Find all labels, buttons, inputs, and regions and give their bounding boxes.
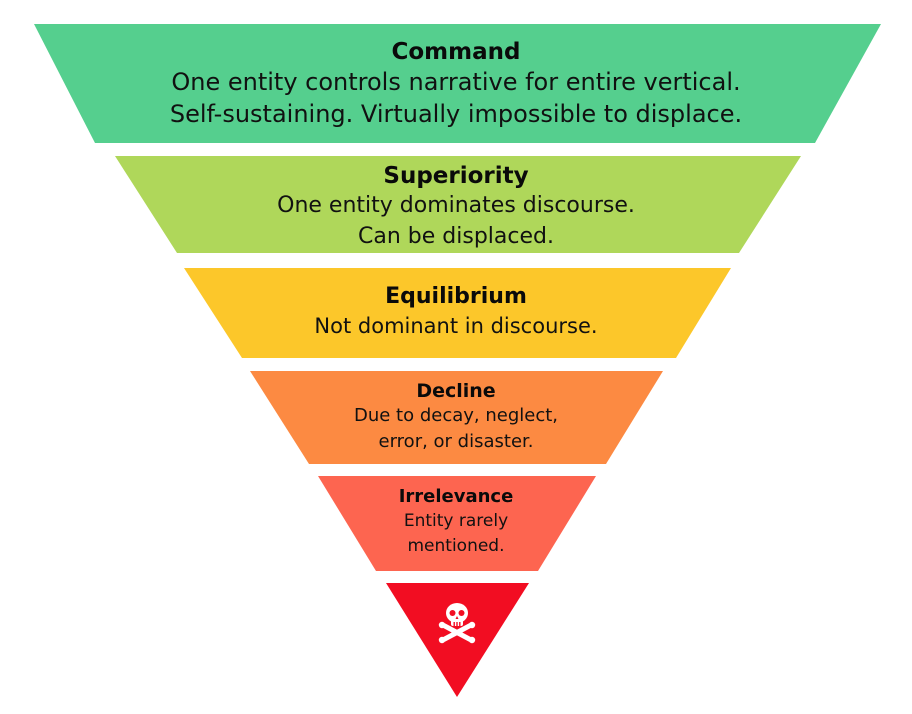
skull-crossbones-icon	[436, 600, 478, 648]
tier-command-band	[34, 24, 881, 143]
tier-superiority: Superiority One entity dominates discour…	[0, 162, 912, 252]
tier-description-line: Not dominant in discourse.	[314, 314, 598, 338]
tier-description-line: Self-sustaining. Virtually impossible to…	[169, 100, 743, 128]
tier-title: Decline	[416, 380, 496, 402]
tier-decline: Decline Due to decay, neglect, error, or…	[0, 379, 912, 455]
tier-title: Command	[391, 39, 521, 65]
tier-decline-band	[250, 371, 663, 464]
tier-superiority-band	[115, 156, 801, 253]
tier-equilibrium-band	[184, 268, 731, 358]
tier-description-line: One entity controls narrative for entire…	[171, 68, 741, 96]
tier-title: Superiority	[383, 163, 529, 189]
tier-description-line: Entity rarely	[403, 511, 509, 531]
tier-description-line: error, or disaster.	[378, 431, 534, 452]
tier-irrelevance-band	[318, 476, 596, 571]
tier-description-line: mentioned.	[407, 536, 505, 556]
tier-death-triangle	[386, 583, 529, 697]
tier-equilibrium: Equilibrium Not dominant in discourse.	[0, 283, 912, 341]
tier-description-line: Can be displaced.	[358, 224, 554, 249]
tier-command: Command One entity controls narrative fo…	[0, 38, 912, 130]
tier-description-line: Due to decay, neglect,	[353, 405, 559, 426]
tier-title: Equilibrium	[385, 284, 527, 309]
tier-title: Irrelevance	[398, 486, 514, 507]
tier-description-line: One entity dominates discourse.	[277, 193, 635, 218]
tier-irrelevance: Irrelevance Entity rarely mentioned.	[0, 485, 912, 559]
